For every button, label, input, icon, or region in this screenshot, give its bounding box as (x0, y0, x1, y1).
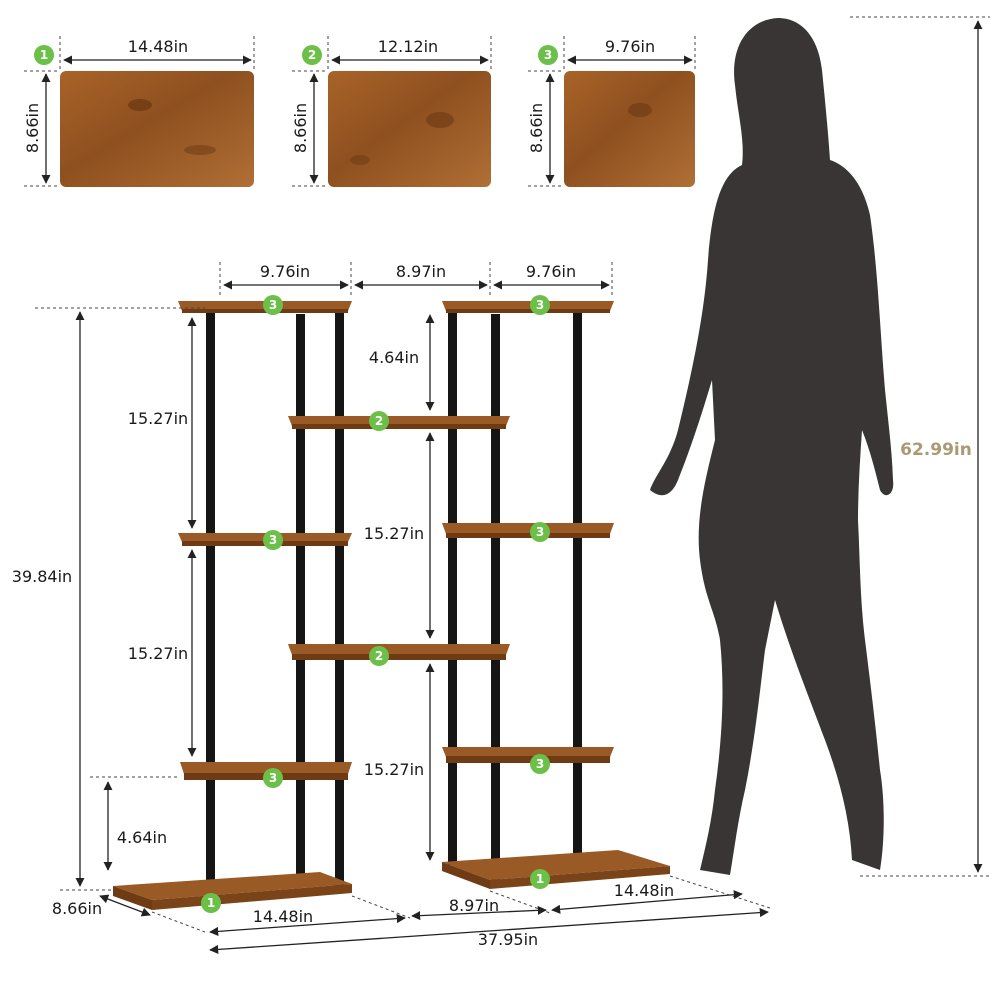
panel-1-width: 14.48in (128, 37, 188, 56)
person-silhouette (650, 18, 894, 875)
shelf-badge-base-right: 1 (536, 872, 544, 886)
shelf-badge-top-right: 3 (536, 298, 544, 312)
shelf-badge-left-3b: 3 (269, 771, 277, 785)
panel-3-width: 9.76in (605, 37, 655, 56)
panel-2-depth: 8.66in (291, 103, 310, 153)
gap-left-upper: 15.27in (128, 409, 188, 428)
panel-2-width: 12.12in (378, 37, 438, 56)
shelf-badge-top-left: 3 (269, 298, 277, 312)
total-height-dimension: 39.84in (8, 307, 205, 891)
gap-mid-top: 4.64in (369, 348, 419, 367)
gap-mid-lower: 15.27in (364, 760, 424, 779)
person-height-label: 62.99in (900, 440, 972, 460)
base-total-width: 37.95in (478, 930, 538, 949)
shelf-badge-right-3a: 3 (536, 525, 544, 539)
gap-mid-upper: 15.27in (364, 524, 424, 543)
panel-3-board (564, 71, 695, 187)
badge-2 (302, 45, 322, 65)
badge-1 (34, 45, 54, 65)
panel-2-board (328, 71, 491, 187)
badge-3-label: 3 (544, 48, 552, 62)
panel-1-board (60, 71, 254, 187)
left-gap-dimensions: 15.27in 15.27in 4.64in (90, 317, 197, 871)
shelf-badges: 3 3 2 3 3 2 3 3 1 1 (201, 295, 550, 913)
panel-1: 14.48in 8.66in 1 (23, 36, 255, 187)
base-gap: 8.97in (449, 896, 499, 915)
panel-2: 12.12in 8.66in 2 (291, 36, 492, 187)
top-width-dimensions: 9.76in 8.97in 9.76in (219, 262, 613, 298)
panel-3-depth: 8.66in (527, 103, 546, 153)
shelf-badge-left-3a: 3 (269, 533, 277, 547)
base-depth: 8.66in (52, 899, 102, 918)
total-height-label: 39.84in (12, 567, 72, 586)
shelf-badge-right-3b: 3 (536, 757, 544, 771)
base-left-width: 14.48in (253, 907, 313, 926)
panel-1-depth: 8.66in (23, 103, 42, 153)
shelf-unit: 3 3 2 3 3 2 3 3 1 1 (113, 295, 670, 913)
mid-gap-dimensions: 4.64in 15.27in 15.27in (364, 314, 435, 861)
shelf-badge-base-left: 1 (207, 896, 215, 910)
badge-3 (538, 45, 558, 65)
panel-3: 9.76in 8.66in 3 (527, 36, 696, 187)
gap-left-lower: 15.27in (128, 644, 188, 663)
top-width-gap: 8.97in (396, 262, 446, 281)
person-height-dimension: 62.99in (850, 16, 990, 877)
poles (206, 310, 582, 890)
badge-1-label: 1 (40, 48, 48, 62)
shelf-badge-mid-2a: 2 (375, 414, 383, 428)
gap-left-bottom: 4.64in (117, 828, 167, 847)
shelf-badge-mid-2b: 2 (375, 649, 383, 663)
base-right-width: 14.48in (614, 881, 674, 900)
top-width-left: 9.76in (260, 262, 310, 281)
badge-2-label: 2 (308, 48, 316, 62)
top-width-right: 9.76in (526, 262, 576, 281)
base-dimensions: 8.66in 14.48in 8.97in 14.48in 37.95in (52, 875, 771, 954)
shelves (113, 301, 670, 910)
